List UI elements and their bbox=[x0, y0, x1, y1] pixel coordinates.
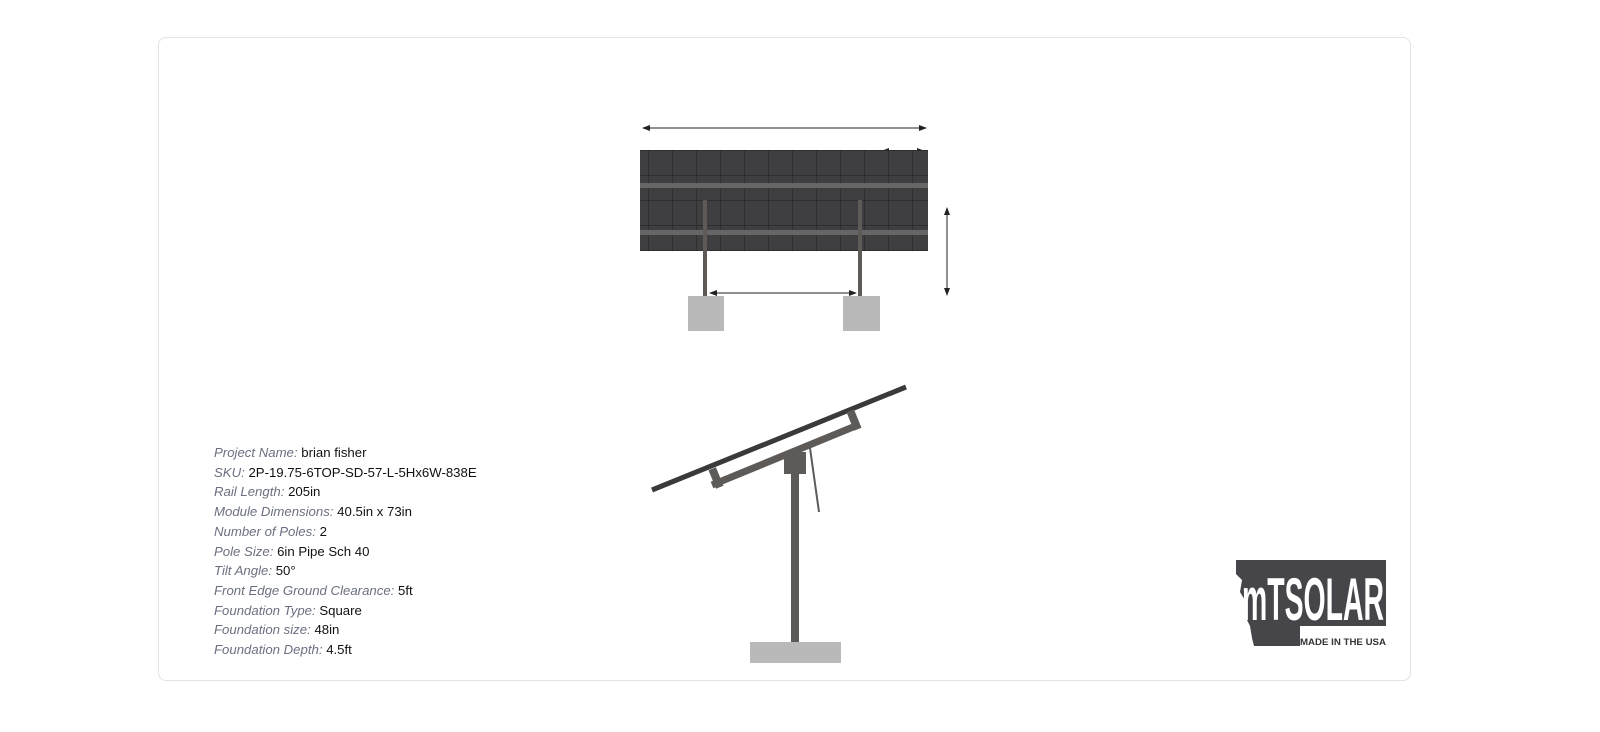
front-view bbox=[640, 125, 950, 331]
spec-label: Module Dimensions: bbox=[214, 504, 334, 520]
spec-value: 50° bbox=[275, 563, 296, 579]
foundation-right bbox=[843, 296, 880, 331]
spec-label: Number of Poles: bbox=[214, 523, 316, 539]
spec-value: Square bbox=[319, 602, 362, 618]
spec-row: Rail Length: 205in bbox=[214, 482, 477, 502]
pole-right bbox=[858, 200, 862, 296]
side-view bbox=[651, 384, 907, 663]
spec-value: 6in Pipe Sch 40 bbox=[277, 543, 370, 559]
side-foundation bbox=[750, 642, 841, 663]
spec-row: Foundation Depth: 4.5ft bbox=[214, 640, 477, 660]
spec-label: Foundation size: bbox=[214, 622, 311, 638]
drawing-card bbox=[158, 37, 1411, 681]
spec-label: Front Edge Ground Clearance: bbox=[214, 582, 395, 598]
spec-value: 2P-19.75-6TOP-SD-57-L-5Hx6W-838E bbox=[248, 464, 477, 480]
spec-label: SKU: bbox=[214, 464, 245, 480]
spec-value: 48in bbox=[314, 622, 340, 638]
spec-value: 205in bbox=[288, 484, 321, 500]
spec-row: Pole Size: 6in Pipe Sch 40 bbox=[214, 542, 477, 562]
panel-array bbox=[640, 150, 928, 251]
pole-left bbox=[703, 200, 707, 296]
spec-label: Foundation Depth: bbox=[214, 642, 323, 658]
spec-value: 40.5in x 73in bbox=[337, 504, 412, 520]
spec-row: Project Name: brian fisher bbox=[214, 443, 477, 463]
spec-row: Foundation Type: Square bbox=[214, 601, 477, 621]
spec-label: Tilt Angle: bbox=[214, 563, 273, 579]
spec-value: 4.5ft bbox=[326, 642, 352, 658]
spec-label: Rail Length: bbox=[214, 484, 285, 500]
spec-row: Module Dimensions: 40.5in x 73in bbox=[214, 502, 477, 522]
spec-value: 5ft bbox=[398, 582, 413, 598]
spec-row: Front Edge Ground Clearance: 5ft bbox=[214, 581, 477, 601]
spec-label: Pole Size: bbox=[214, 543, 274, 559]
svg-text:mTSOLAR: mTSOLAR bbox=[1242, 566, 1384, 633]
side-pole bbox=[791, 460, 799, 642]
spec-label: Foundation Type: bbox=[214, 602, 316, 618]
mtsolar-logo: mTSOLAR MADE IN THE USA bbox=[1236, 560, 1387, 647]
spec-value: 2 bbox=[319, 523, 327, 539]
foundation-left bbox=[688, 296, 724, 331]
spec-label: Project Name: bbox=[214, 445, 298, 460]
spec-row: SKU: 2P-19.75-6TOP-SD-57-L-5Hx6W-838E bbox=[214, 463, 477, 483]
spec-row: Number of Poles: 2 bbox=[214, 522, 477, 542]
spec-row: Foundation size: 48in bbox=[214, 620, 477, 640]
spec-row: Tilt Angle: 50° bbox=[214, 561, 477, 581]
spec-value: brian fisher bbox=[301, 445, 367, 460]
svg-text:MADE IN THE USA: MADE IN THE USA bbox=[1300, 637, 1387, 647]
